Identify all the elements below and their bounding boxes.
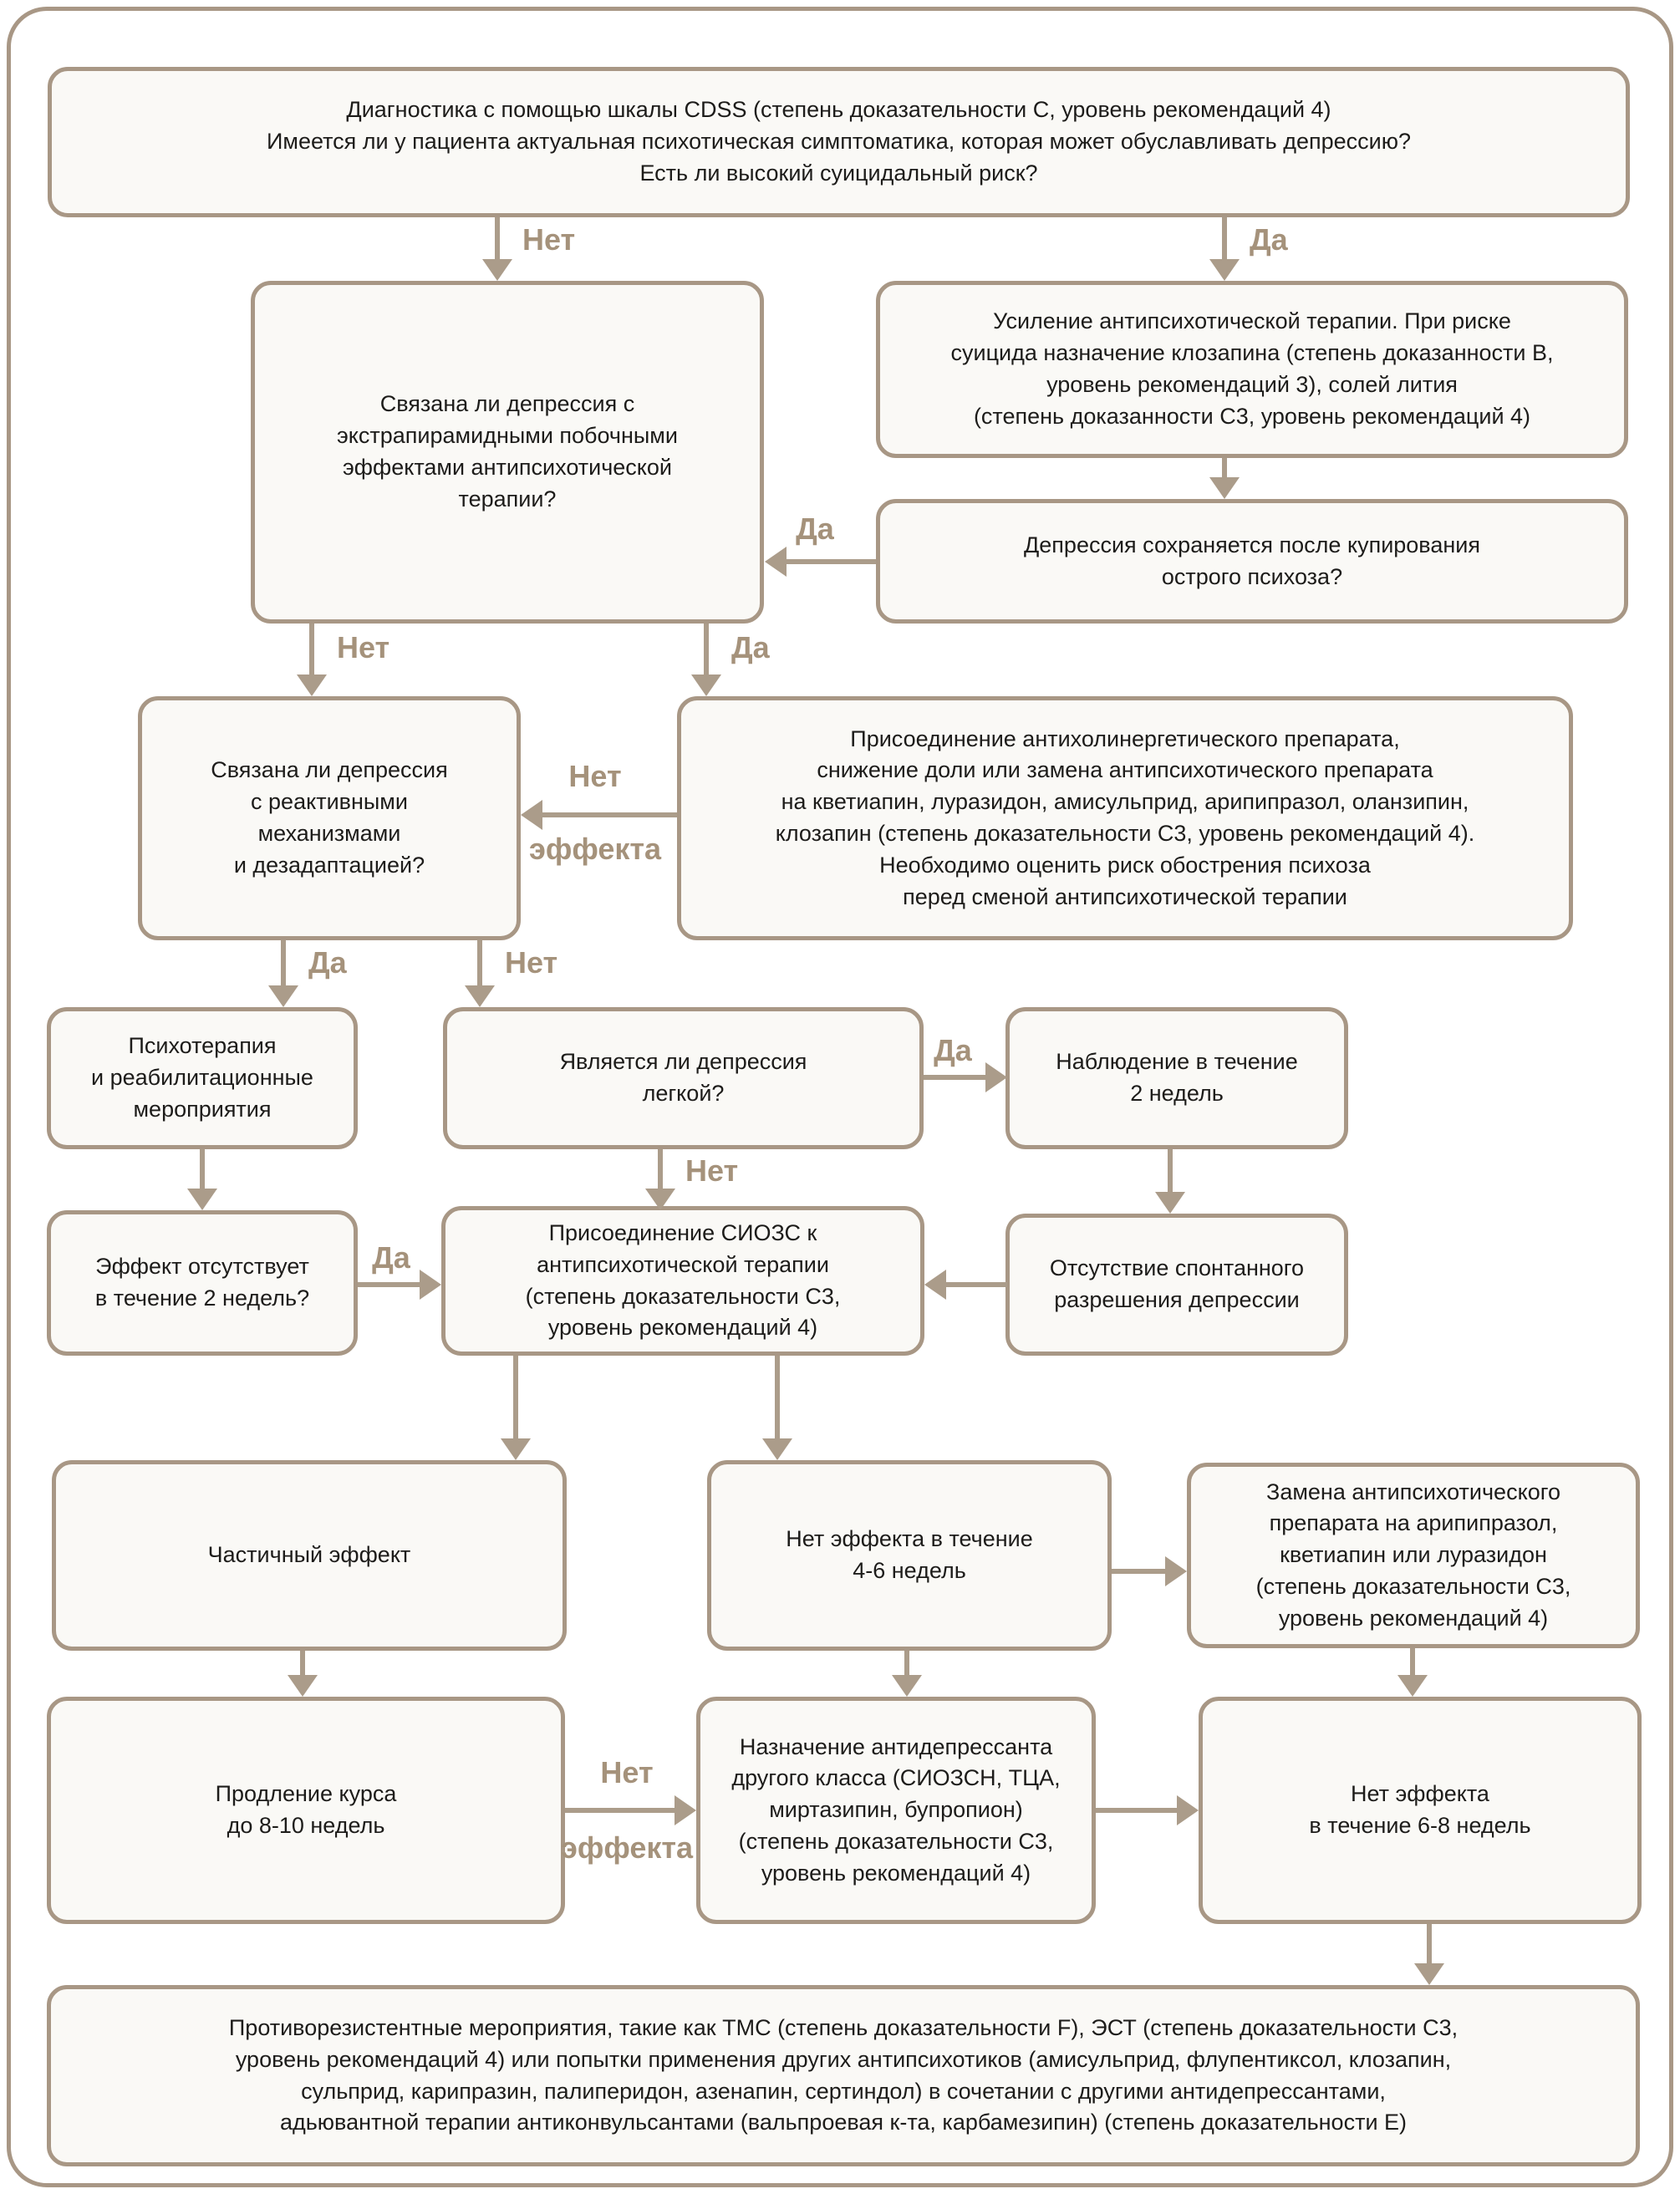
node-no-effect-2-weeks: Эффект отсутствует в течение 2 недель?	[47, 1210, 358, 1356]
arrowhead-down-icon	[1209, 259, 1240, 281]
edge-label-yes: Да	[731, 630, 770, 664]
arrowhead-down-icon	[645, 1189, 675, 1210]
node-strengthen-therapy: Усиление антипсихотической терапии. При …	[876, 281, 1628, 458]
arrowhead-right-icon	[985, 1062, 1007, 1092]
arrow-psychotherapy-to-no-effect-2w	[200, 1149, 205, 1189]
arrow-eps-to-reactive	[309, 624, 314, 674]
arrowhead-down-icon	[762, 1438, 792, 1460]
edge-label-no: Нет	[522, 222, 576, 257]
arrow-no-effect-2w-to-ssri	[358, 1282, 420, 1287]
node-ssri-augmentation: Присоединение СИОЗС к антипсихотической …	[441, 1206, 924, 1356]
arrowhead-down-icon	[1414, 1963, 1444, 1985]
arrowhead-down-icon	[892, 1675, 922, 1697]
node-no-effect-4-6-weeks: Нет эффекта в течение 4-6 недель	[707, 1460, 1112, 1651]
edge-label-yes: Да	[796, 512, 834, 546]
arrow-no-effect-46w-to-other-class	[904, 1651, 909, 1675]
node-switch-antipsychotic: Замена антипсихотического препарата на а…	[1187, 1463, 1640, 1648]
arrowhead-down-icon	[1397, 1675, 1428, 1697]
edge-label-yes: Да	[934, 1033, 972, 1067]
node-mild-depression: Является ли депрессия легкой?	[443, 1007, 924, 1149]
node-no-spontaneous-resolution: Отсутствие спонтанного разрешения депрес…	[1005, 1214, 1348, 1356]
arrowhead-down-icon	[187, 1189, 217, 1210]
arrowhead-down-icon	[482, 259, 512, 281]
arrowhead-left-icon	[765, 547, 787, 577]
arrowhead-left-icon	[924, 1270, 946, 1300]
edge-label-no: Нет	[505, 945, 558, 980]
arrow-switch-to-no-effect-68w	[1410, 1648, 1415, 1675]
node-reactive-mechanisms: Связана ли депрессия с реактивными механ…	[138, 696, 521, 940]
edge-label-no-effect-line1: Нет	[600, 1755, 654, 1789]
node-other-class-antidepressant: Назначение антидепрессанта другого класс…	[696, 1697, 1096, 1924]
node-observation: Наблюдение в течение 2 недель	[1005, 1007, 1348, 1149]
node-no-effect-6-8-weeks: Нет эффекта в течение 6-8 недель	[1199, 1697, 1642, 1924]
arrow-partial-to-extend	[300, 1651, 305, 1675]
arrow-eps-to-anticholinergic	[704, 624, 709, 674]
arrow-extend-to-other-class	[565, 1808, 675, 1813]
arrowhead-down-icon	[297, 674, 327, 696]
edge-label-no-effect-line1: Нет	[568, 759, 622, 793]
node-extend-course: Продление курса до 8-10 недель	[47, 1697, 565, 1924]
edge-label-yes: Да	[1250, 222, 1288, 257]
arrow-ssri-to-no-effect-46w	[775, 1356, 780, 1438]
arrow-strengthen-to-persists	[1222, 458, 1227, 477]
arrow-reactive-to-mild	[477, 940, 482, 985]
arrowhead-right-icon	[675, 1795, 696, 1825]
arrowhead-down-icon	[288, 1675, 318, 1697]
arrowhead-right-icon	[1165, 1556, 1187, 1586]
arrowhead-down-icon	[691, 674, 721, 696]
arrowhead-down-icon	[465, 985, 495, 1007]
edge-label-yes: Да	[308, 945, 347, 980]
edge-label-no: Нет	[685, 1153, 739, 1188]
arrow-ssri-to-partial	[513, 1356, 518, 1438]
edge-label-no-effect-line2: эффекта	[560, 1830, 694, 1865]
arrow-no-spontaneous-to-ssri	[946, 1282, 1007, 1287]
edge-label-no: Нет	[337, 630, 390, 664]
arrowhead-down-icon	[1155, 1192, 1185, 1214]
node-partial-effect: Частичный эффект	[52, 1460, 567, 1651]
arrow-anticholinergic-to-reactive	[542, 812, 677, 817]
node-psychotherapy: Психотерапия и реабилитационные мероприя…	[47, 1007, 358, 1149]
arrowhead-down-icon	[1209, 477, 1240, 499]
arrowhead-down-icon	[268, 985, 298, 1007]
arrow-mild-to-ssri	[658, 1149, 663, 1189]
node-anticholinergic: Присоединение антихолинергетического пре…	[677, 696, 1573, 940]
arrow-mild-to-observation	[924, 1075, 985, 1080]
node-resistant-measures: Противорезистентные мероприятия, такие к…	[47, 1985, 1640, 2166]
node-eps-related: Связана ли депрессия с экстрапирамидными…	[251, 281, 764, 624]
arrowhead-right-icon	[420, 1270, 441, 1300]
arrowhead-left-icon	[521, 800, 542, 830]
arrow-no-effect-46w-to-switch	[1112, 1569, 1165, 1574]
edge-label-no-effect-line2: эффекта	[528, 832, 662, 866]
arrow-diagnosis-to-eps	[495, 217, 500, 259]
arrow-other-class-to-no-effect-68w	[1096, 1808, 1177, 1813]
outer-frame	[7, 7, 1673, 2187]
arrowhead-down-icon	[501, 1438, 531, 1460]
arrow-reactive-to-psychotherapy	[281, 940, 286, 985]
arrow-persists-to-eps	[787, 559, 876, 564]
node-depression-persists: Депрессия сохраняется после купирования …	[876, 499, 1628, 624]
arrow-observation-to-no-spontaneous	[1168, 1149, 1173, 1192]
node-diagnosis: Диагностика с помощью шкалы CDSS (степен…	[48, 67, 1630, 217]
edge-label-yes: Да	[372, 1240, 410, 1275]
arrowhead-right-icon	[1177, 1795, 1199, 1825]
arrow-diagnosis-to-strengthen	[1222, 217, 1227, 259]
arrow-no-effect-68w-to-resistant	[1427, 1924, 1432, 1963]
